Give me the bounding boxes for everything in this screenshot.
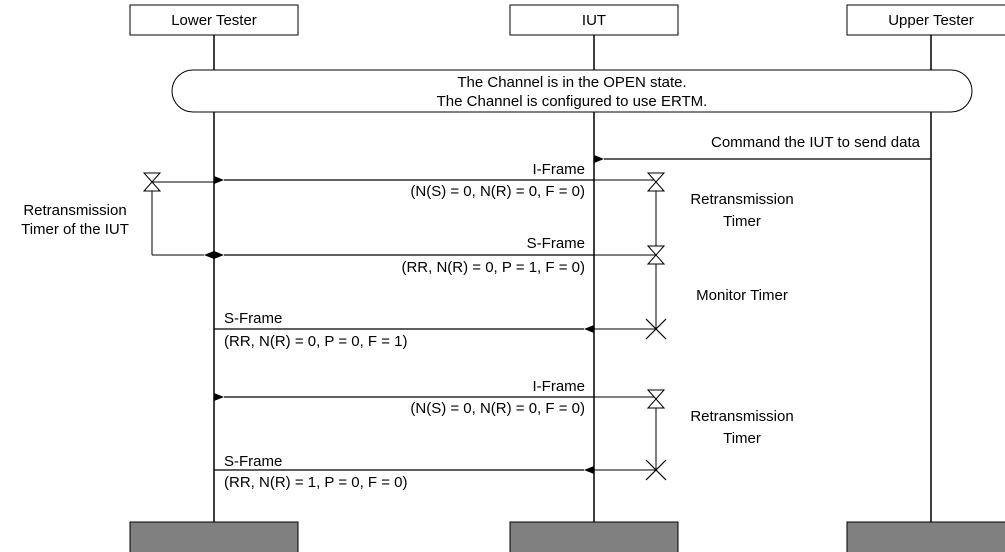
timer-start-icon: [646, 172, 666, 192]
condition-box: The Channel is in the OPEN state. The Ch…: [171, 69, 973, 113]
lifeline-lower-tester-label: Lower Tester: [171, 12, 257, 29]
lifeline-upper-tester-header: Upper Tester: [846, 4, 1005, 36]
message-sframe-1: S-Frame (RR, N(R) = 0, P = 1, F = 0): [214, 235, 594, 276]
timer-start-icon: [142, 172, 162, 192]
lifeline-iut-label: IUT: [582, 12, 606, 29]
condition-line2: The Channel is configured to use ERTM.: [437, 93, 708, 110]
retx-timer-2-line1: Retransmission: [690, 408, 793, 425]
message-sframe-3: S-Frame (RR, N(R) = 1, P = 0, F = 0): [214, 453, 594, 491]
lifeline-upper-tester-label: Upper Tester: [888, 12, 974, 29]
sframe-2-params: (RR, N(R) = 0, P = 0, F = 1): [224, 333, 408, 350]
retx-timer-2-line2: Timer: [723, 430, 761, 447]
message-iframe-1: I-Frame (N(S) = 0, N(R) = 0, F = 0): [214, 161, 594, 200]
lifeline-iut-header: IUT: [509, 4, 679, 36]
iut-timer-label-line1: Retransmission: [23, 202, 126, 219]
lifeline-lower-tester-end: [129, 521, 299, 552]
retx-timer-1-line2: Timer: [723, 213, 761, 230]
sframe-2-title: S-Frame: [224, 310, 282, 327]
lifeline-iut-end: [509, 521, 679, 552]
iut-timer-label-line2: Timer of the IUT: [21, 221, 129, 238]
iframe-2-title: I-Frame: [533, 378, 586, 395]
timer-expire-icon: [645, 318, 667, 340]
timer-expire-icon: [645, 459, 667, 481]
retransmission-timer-2: Retransmission Timer: [594, 389, 794, 481]
message-command-label: Command the IUT to send data: [711, 134, 921, 151]
sframe-3-title: S-Frame: [224, 453, 282, 470]
monitor-timer-label: Monitor Timer: [696, 287, 788, 304]
sframe-1-title: S-Frame: [527, 235, 585, 252]
message-sframe-2: S-Frame (RR, N(R) = 0, P = 0, F = 1): [214, 310, 594, 350]
condition-line1: The Channel is in the OPEN state.: [457, 74, 686, 91]
iut-retransmission-timer: Retransmission Timer of the IUT: [21, 172, 214, 259]
monitor-timer: Monitor Timer: [594, 254, 788, 340]
message-iframe-2: I-Frame (N(S) = 0, N(R) = 0, F = 0): [214, 378, 594, 417]
message-command: Command the IUT to send data: [594, 134, 931, 163]
timer-start-icon: [646, 389, 666, 409]
lifeline-upper-tester-end: [846, 521, 1005, 552]
iframe-2-params: (N(S) = 0, N(R) = 0, F = 0): [410, 400, 585, 417]
retx-timer-1-line1: Retransmission: [690, 191, 793, 208]
retransmission-timer-1: Retransmission Timer: [594, 172, 794, 265]
lifeline-lower-tester-header: Lower Tester: [129, 4, 299, 36]
iframe-1-title: I-Frame: [533, 161, 586, 178]
sframe-1-params: (RR, N(R) = 0, P = 1, F = 0): [401, 259, 585, 276]
iframe-1-params: (N(S) = 0, N(R) = 0, F = 0): [410, 183, 585, 200]
sframe-3-params: (RR, N(R) = 1, P = 0, F = 0): [224, 474, 408, 491]
